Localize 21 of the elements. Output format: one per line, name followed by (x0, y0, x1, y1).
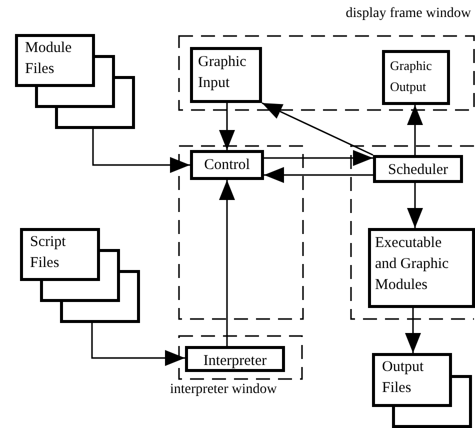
arrow (219, 180, 235, 346)
process-box: Scheduler (373, 155, 463, 183)
arrow (92, 129, 190, 173)
process-box: Graphic Output (382, 50, 450, 105)
arrow (264, 150, 373, 166)
arrow (219, 103, 235, 150)
process-box: Control (190, 150, 264, 180)
arrow (91, 323, 185, 366)
window-label: interpreter window (170, 382, 277, 398)
node-text: Module Files (25, 39, 73, 79)
arrow (407, 183, 423, 228)
process-box: Graphic Input (190, 47, 262, 103)
arrow (264, 167, 373, 183)
node-text: Script Files (30, 233, 67, 273)
arrow (407, 105, 423, 155)
process-box: Interpreter (185, 346, 285, 372)
process-box: Executable and Graphic Modules (368, 228, 475, 308)
node-text: Output Files (382, 358, 425, 398)
arrow (262, 102, 374, 156)
arrow (405, 308, 421, 353)
window-label: display frame window (346, 6, 471, 22)
